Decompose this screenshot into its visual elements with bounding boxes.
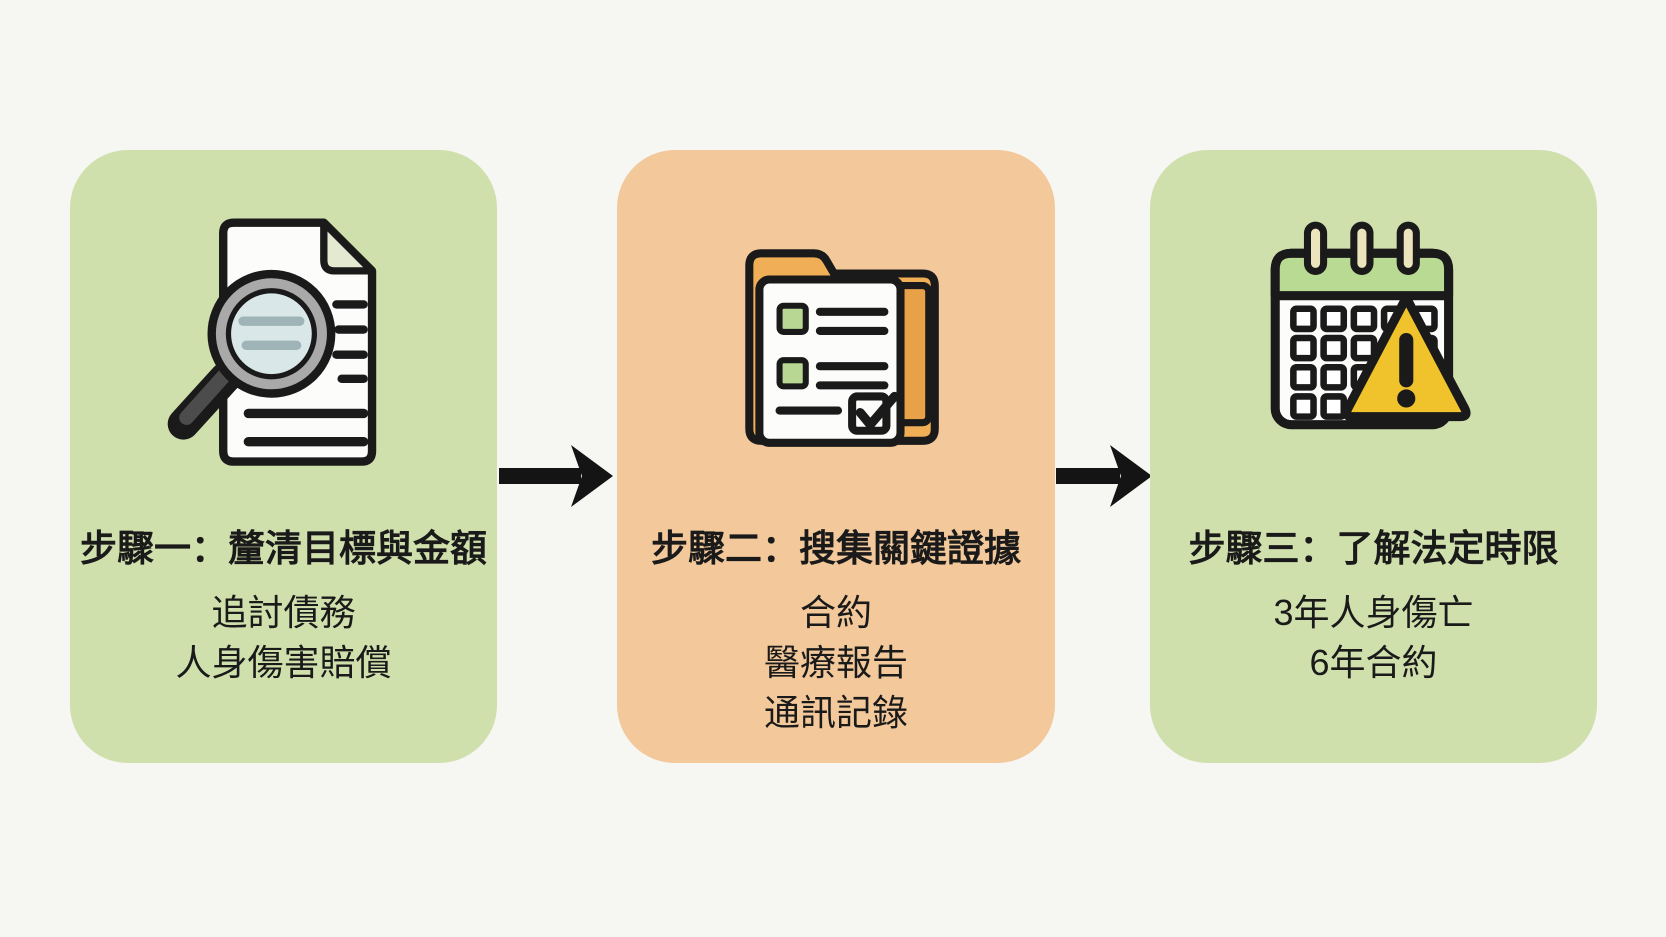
flow-arrow-2	[1056, 445, 1152, 507]
step-3-body: 3年人身傷亡 6年合約	[1273, 588, 1473, 688]
step-3-line-1: 3年人身傷亡	[1273, 592, 1474, 633]
step-2-icon-box	[710, 208, 962, 470]
step-2-line-3: 通訊記錄	[763, 692, 908, 733]
flow-arrow-1	[499, 445, 613, 507]
step-2-title: 步驟二：搜集關鍵證據	[651, 528, 1021, 569]
folder-evidence-icon	[745, 249, 939, 447]
step-3-line-2: 6年合約	[1309, 642, 1438, 683]
calendar-deadline-icon	[1270, 221, 1471, 430]
step-2-line-1: 合約	[799, 592, 872, 633]
step-2-line-2: 醫療報告	[763, 642, 908, 683]
document-search-icon	[167, 218, 376, 466]
step-3-icon-box	[1248, 208, 1500, 470]
step-card-2: 步驟二：搜集關鍵證據 合約 醫療報告 通訊記錄	[617, 150, 1055, 763]
step-2-body: 合約 醫療報告 通訊記錄	[764, 588, 908, 738]
step-card-3: 步驟三：了解法定時限 3年人身傷亡 6年合約	[1150, 150, 1597, 763]
step-1-line-1: 追討債務	[211, 592, 356, 633]
step-1-title: 步驟一：釐清目標與金額	[80, 528, 487, 569]
step-3-title: 步驟三：了解法定時限	[1188, 528, 1559, 569]
step-1-icon-box	[153, 208, 415, 470]
step-1-body: 追討債務 人身傷害賠償	[175, 588, 391, 688]
step-card-1: 步驟一：釐清目標與金額 追討債務 人身傷害賠償	[70, 150, 497, 763]
step-1-line-2: 人身傷害賠償	[175, 642, 392, 683]
